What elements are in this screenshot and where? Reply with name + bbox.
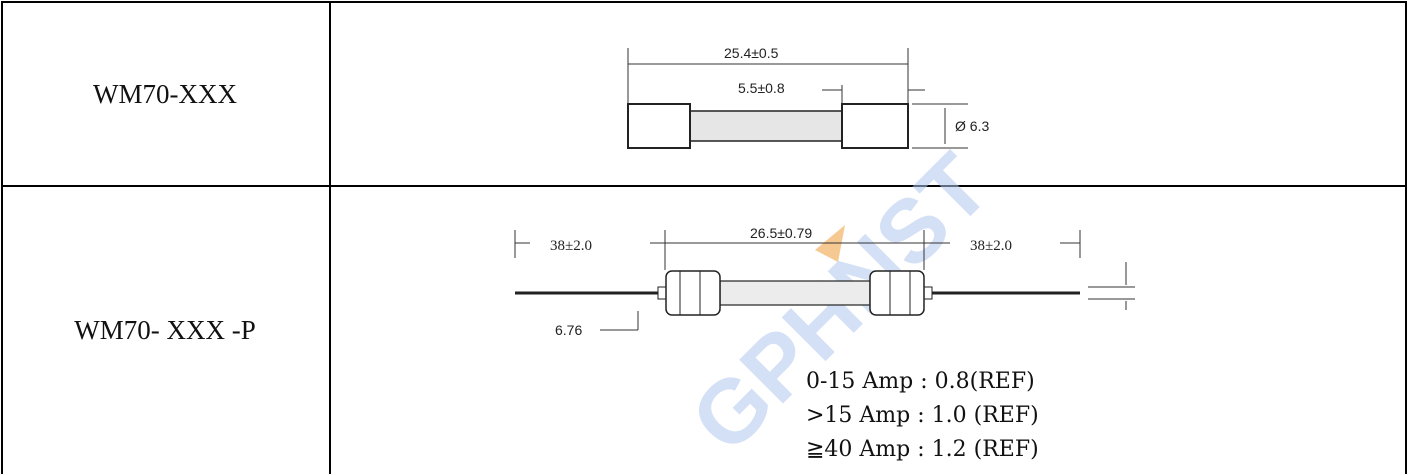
dim-length: 25.4±0.5 [724,45,779,61]
note-line-3: ≧40 Amp : 1.2 (REF) [806,437,1039,462]
dim-cap: 5.5±0.8 [738,80,785,96]
note-line-2: >15 Amp : 1.0 (REF) [806,403,1039,428]
dim-lead-right: 38±2.0 [970,238,1012,254]
model-label-1: WM70-XXX [93,78,237,109]
dim-diameter: Ø 6.3 [955,118,989,134]
dim-lead-left: 38±2.0 [550,238,592,254]
dim-body: 26.5±0.79 [750,225,812,241]
model-label-2: WM70- XXX -P [74,314,256,345]
dim-lead-offset: 6.76 [555,322,582,338]
note-line-1: 0-15 Amp : 0.8(REF) [806,369,1035,394]
